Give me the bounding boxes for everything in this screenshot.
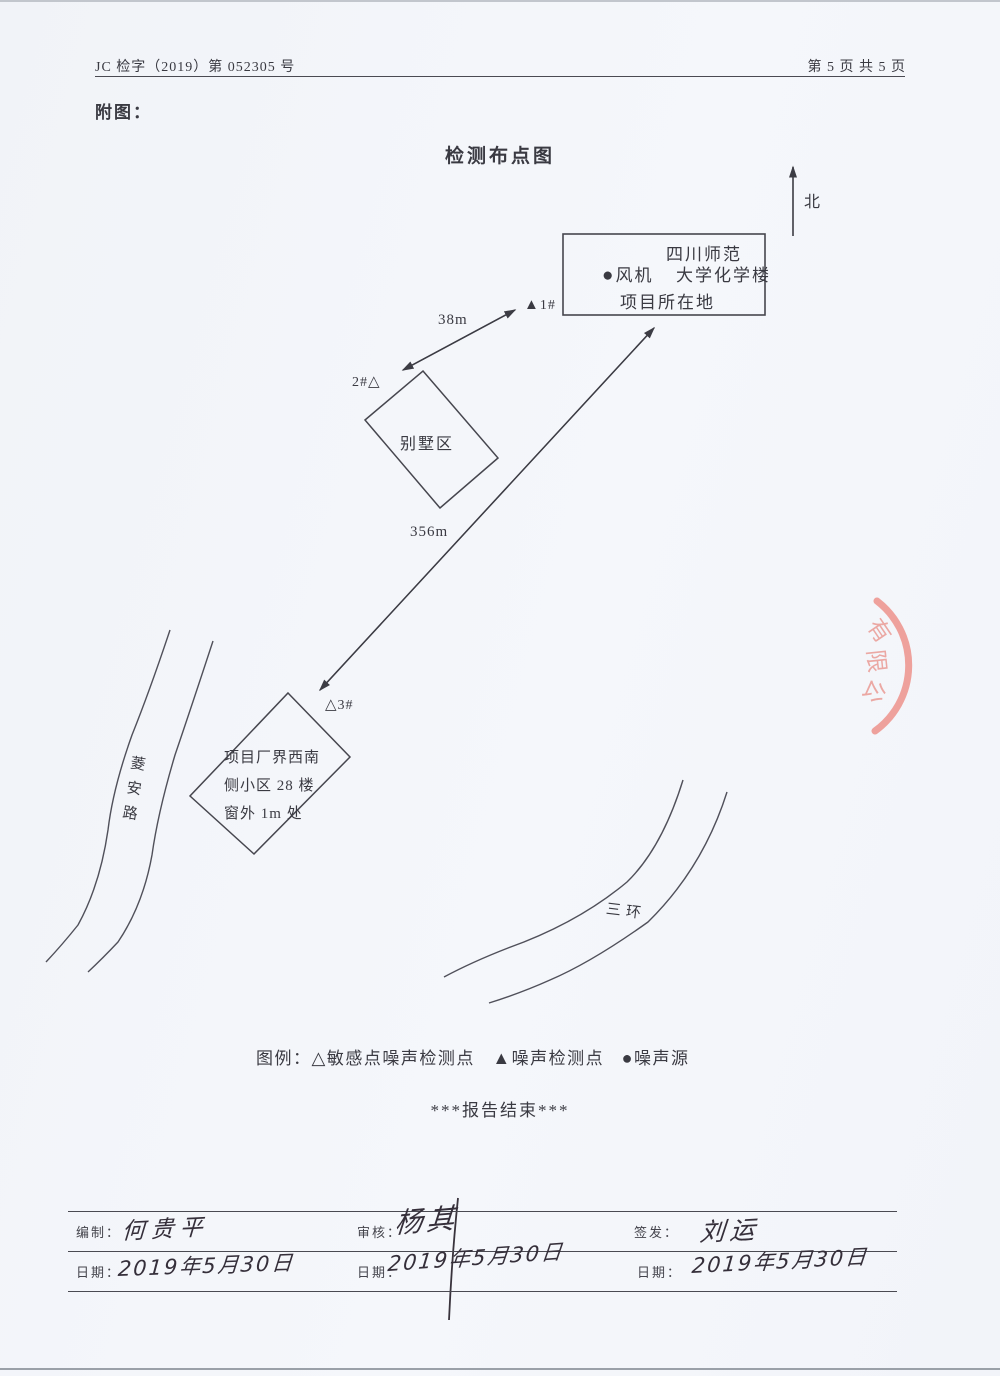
reviewer-date-label: 日期： xyxy=(357,1265,403,1280)
maker-label: 编制： xyxy=(76,1225,122,1240)
issuer-date-label: 日期： xyxy=(637,1265,683,1280)
north-label: 北 xyxy=(804,194,821,211)
residential-line-1: 项目厂界西南 xyxy=(224,750,321,766)
road-right-line1 xyxy=(443,779,684,978)
open-triangle-icon: △ xyxy=(368,374,381,390)
maker-signature: 何贵平 xyxy=(121,1214,210,1246)
footer-rule-1 xyxy=(68,1195,897,1212)
point-3-label: 3# xyxy=(337,698,354,713)
attachment-label: 附图： xyxy=(95,103,152,122)
point-3-marker: △3# xyxy=(325,695,354,714)
noise-source-icon: ● xyxy=(602,265,616,286)
site-box-line3: 项目所在地 xyxy=(620,293,715,312)
filled-circle-icon: ● xyxy=(621,1048,635,1068)
legend-item-1: 敏感点噪声检测点 xyxy=(326,1049,475,1068)
page-indicator: 第 5 页 共 5 页 xyxy=(807,60,906,75)
stamp-char-2: 限 xyxy=(862,648,889,673)
point-1-label: 1# xyxy=(539,298,556,313)
open-triangle-icon: △ xyxy=(325,697,338,713)
signature-stroke xyxy=(448,1197,459,1321)
map-title: 检测布点图 xyxy=(444,146,555,167)
noise-source-label: 风机 xyxy=(615,266,654,285)
site-box-line1: 四川师范 xyxy=(666,245,742,264)
maker-date-label: 日期： xyxy=(76,1265,122,1280)
scan-edge-top xyxy=(0,0,1000,2)
filled-triangle-icon: ▲ xyxy=(492,1048,512,1068)
footer-rule-2 xyxy=(68,1235,897,1252)
reviewer-label: 审核： xyxy=(357,1225,403,1240)
road-left-line2 xyxy=(87,640,214,973)
distance-arrow-38m-rev xyxy=(401,309,516,371)
distance-38m-label: 38m xyxy=(438,312,468,328)
doc-number: JC 检字（2019）第 052305 号 xyxy=(95,60,296,75)
road-left-line1 xyxy=(45,629,171,963)
map-legend: 图例：△敏感点噪声检测点 ▲噪声检测点 ●噪声源 xyxy=(256,1044,690,1069)
legend-item-3: 噪声源 xyxy=(634,1049,690,1068)
scan-edge-bottom xyxy=(0,1368,1000,1370)
filled-triangle-icon: ▲ xyxy=(524,297,540,313)
villa-area-outline xyxy=(363,369,500,510)
legend-item-2: 噪声检测点 xyxy=(511,1049,605,1068)
residential-area-outline xyxy=(188,691,352,856)
site-box-line2: ●风机 大学化学楼 xyxy=(602,261,771,287)
site-box-line2-rest: 大学化学楼 xyxy=(675,266,771,285)
residential-line-2: 侧小区 28 楼 xyxy=(224,778,315,794)
maker-date: 2019年5月30日 xyxy=(117,1250,296,1282)
issuer-label: 签发： xyxy=(634,1225,680,1240)
reviewer-signature: 杨其 xyxy=(393,1201,461,1241)
issuer-signature: 刘运 xyxy=(698,1214,762,1248)
point-2-marker: 2#△ xyxy=(352,372,381,391)
residential-line-3: 窗外 1m 处 xyxy=(224,806,303,822)
red-stamp: 有 限 公 xyxy=(858,597,913,735)
villa-area-label: 别墅区 xyxy=(400,436,455,453)
stamp-arc xyxy=(871,597,913,735)
stamp-char-3: 公 xyxy=(858,675,891,707)
footer-rule-3 xyxy=(68,1275,897,1292)
point-1-marker: ▲1# xyxy=(524,297,556,314)
header-rule xyxy=(95,60,905,77)
road-right-line2 xyxy=(488,791,728,1004)
legend-prefix: 图例： xyxy=(256,1049,312,1068)
site-box-outline xyxy=(562,233,766,316)
distance-arrow-356m-rev xyxy=(318,327,655,692)
open-triangle-icon: △ xyxy=(311,1048,327,1068)
residential-area-label: 项目厂界西南 侧小区 28 楼 窗外 1m 处 xyxy=(224,744,320,828)
distance-356m-label: 356m xyxy=(410,524,449,540)
point-2-label: 2# xyxy=(352,375,368,390)
report-end-note: ***报告结束*** xyxy=(430,1101,570,1120)
